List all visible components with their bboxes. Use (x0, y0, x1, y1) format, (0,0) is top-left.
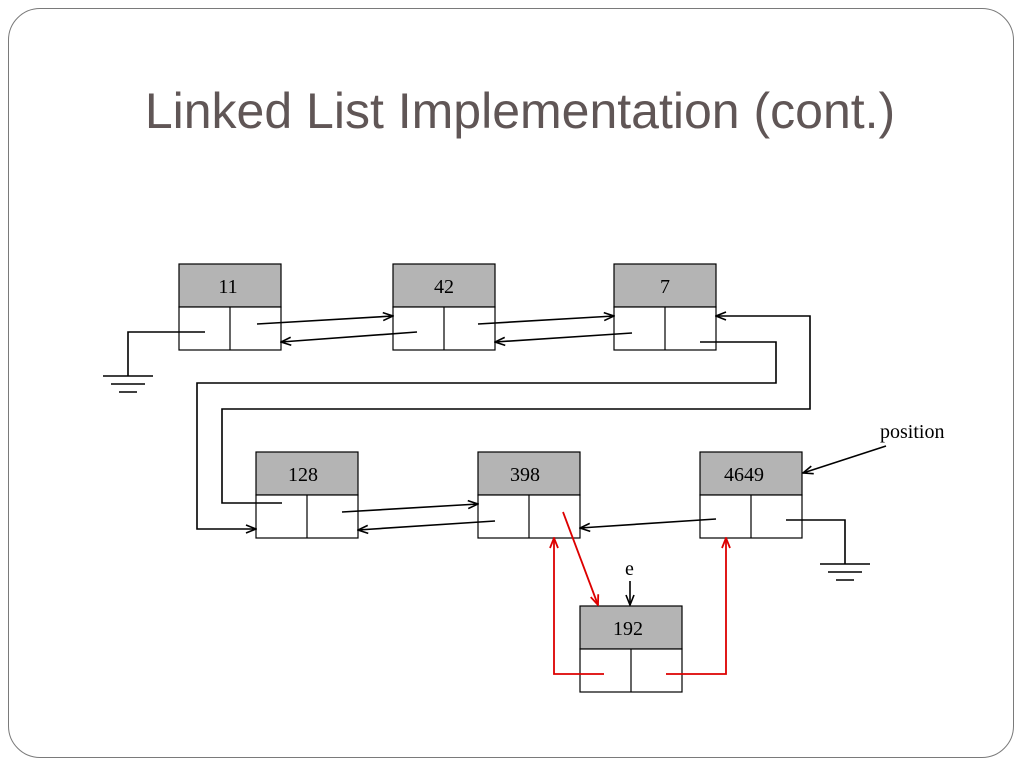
node-11: 11 (178, 263, 282, 351)
position-label: position (880, 421, 944, 443)
node-398: 398 (477, 451, 581, 539)
ground-symbol-right (786, 519, 870, 581)
new-links (554, 511, 726, 675)
node-value: 192 (613, 618, 643, 640)
link-arrows-row-2 (341, 504, 717, 530)
slide-title: Linked List Implementation (cont.) (144, 83, 896, 139)
node-value: 11 (218, 276, 237, 298)
node-value: 398 (510, 464, 540, 486)
node-value: 128 (288, 464, 318, 486)
link-arrows-row-1 (256, 316, 633, 342)
e-pointer: e (625, 558, 634, 605)
link-128-to-7 (221, 316, 811, 504)
node-4649: 4649 (699, 451, 803, 539)
node-value: 42 (434, 276, 454, 298)
e-label: e (625, 558, 634, 580)
node-7: 7 (613, 263, 717, 351)
position-pointer: position (803, 421, 944, 473)
node-192: 192 (579, 605, 683, 693)
node-42: 42 (392, 263, 496, 351)
ground-symbol-left (103, 331, 205, 393)
node-value: 7 (660, 276, 670, 298)
node-value: 4649 (724, 464, 764, 486)
link-7-to-128 (196, 341, 777, 529)
node-128: 128 (255, 451, 359, 539)
